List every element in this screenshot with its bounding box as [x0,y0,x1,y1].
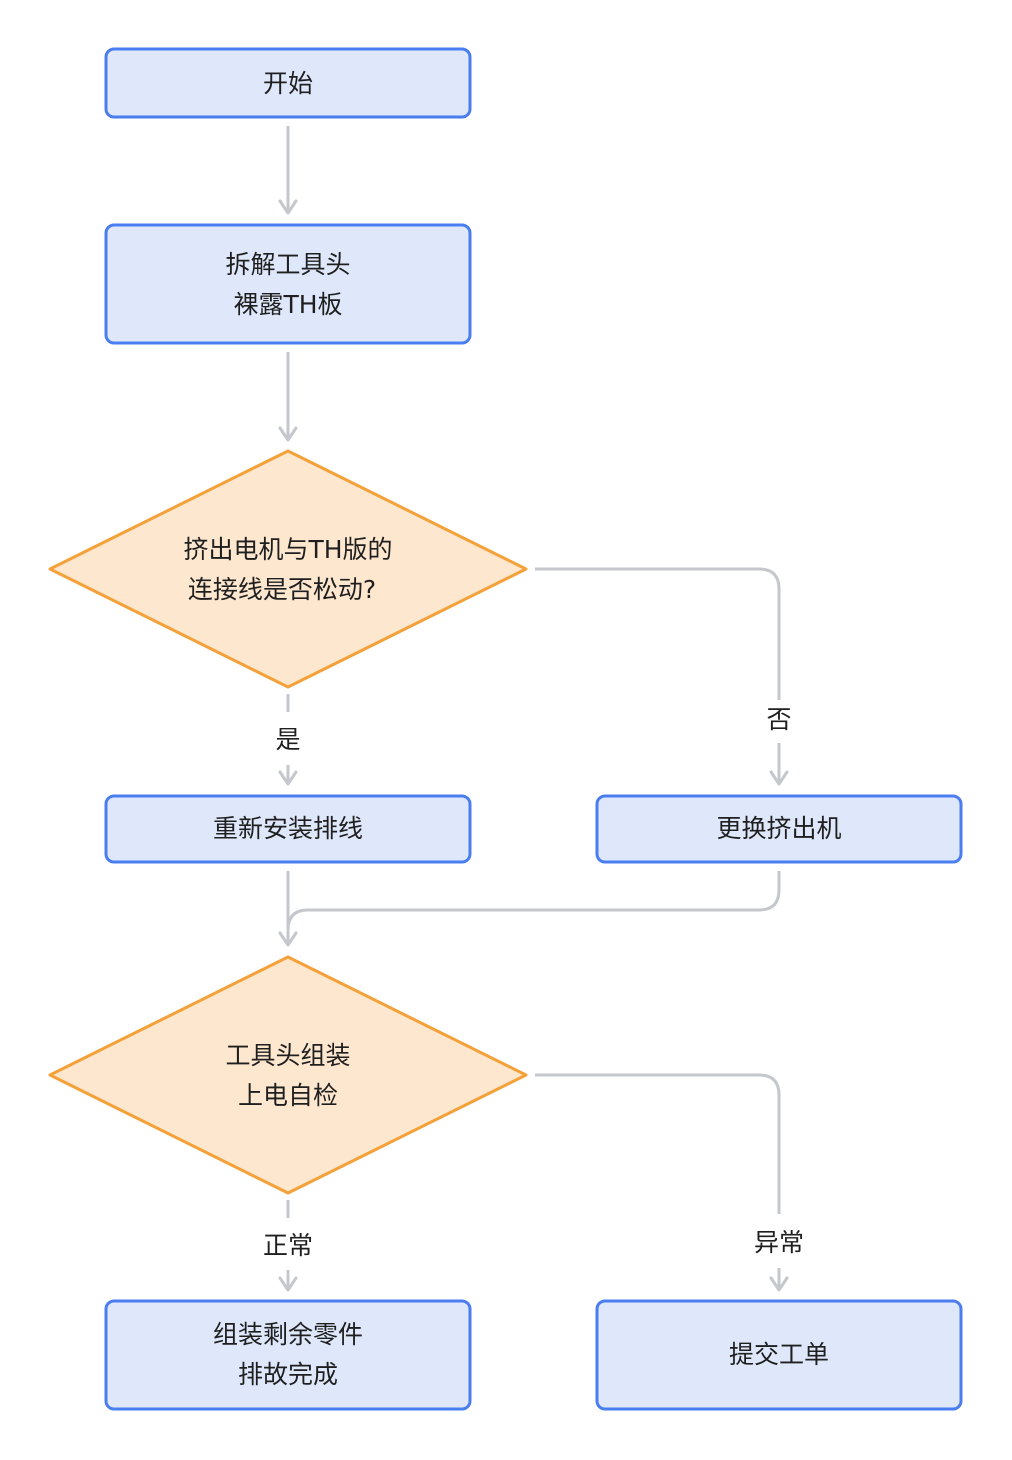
node-start: 开始 [104,47,472,119]
node-ticket: 提交工单 [595,1299,963,1411]
node-replace: 更换挤出机 [595,794,963,864]
node-finish-line-2: 排故完成 [238,1360,338,1389]
edges [278,126,789,1292]
decision-self-test-line-2: 上电自检 [238,1081,338,1110]
edge-replace-to-selftest [286,871,781,931]
node-start-line-1: 开始 [263,69,313,98]
node-disassemble-line-2: 裸露TH板 [233,290,342,319]
node-reinstall-line-1: 重新安装排线 [213,814,363,843]
node-reinstall: 重新安装排线 [104,794,472,864]
edge-label-normal: 正常 [263,1231,313,1260]
decision-check-loose-line-2: 连接线是否松动? [188,575,376,604]
node-finish-line-1: 组装剩余零件 [213,1320,363,1349]
edge-label-yes: 是 [275,725,300,754]
edge-label-no: 否 [766,705,791,734]
node-replace-line-1: 更换挤出机 [716,814,841,843]
decision-check-loose-line-1: 挤出电机与TH版的 [183,535,392,564]
node-ticket-line-1: 提交工单 [729,1340,829,1369]
node-disassemble: 拆解工具头 裸露TH板 [104,223,472,345]
edge-selftest-abnormal-to-ticket [535,1073,781,1214]
decision-self-test: 工具头组装 上电自检 [48,955,528,1195]
edge-check-no-to-replace [535,567,781,700]
node-disassemble-line-1: 拆解工具头 [225,250,350,279]
decision-self-test-line-1: 工具头组装 [225,1041,350,1070]
node-finish: 组装剩余零件 排故完成 [104,1299,472,1411]
decision-check-loose: 挤出电机与TH版的 连接线是否松动? [48,449,528,689]
edge-label-abnormal: 异常 [754,1228,804,1257]
